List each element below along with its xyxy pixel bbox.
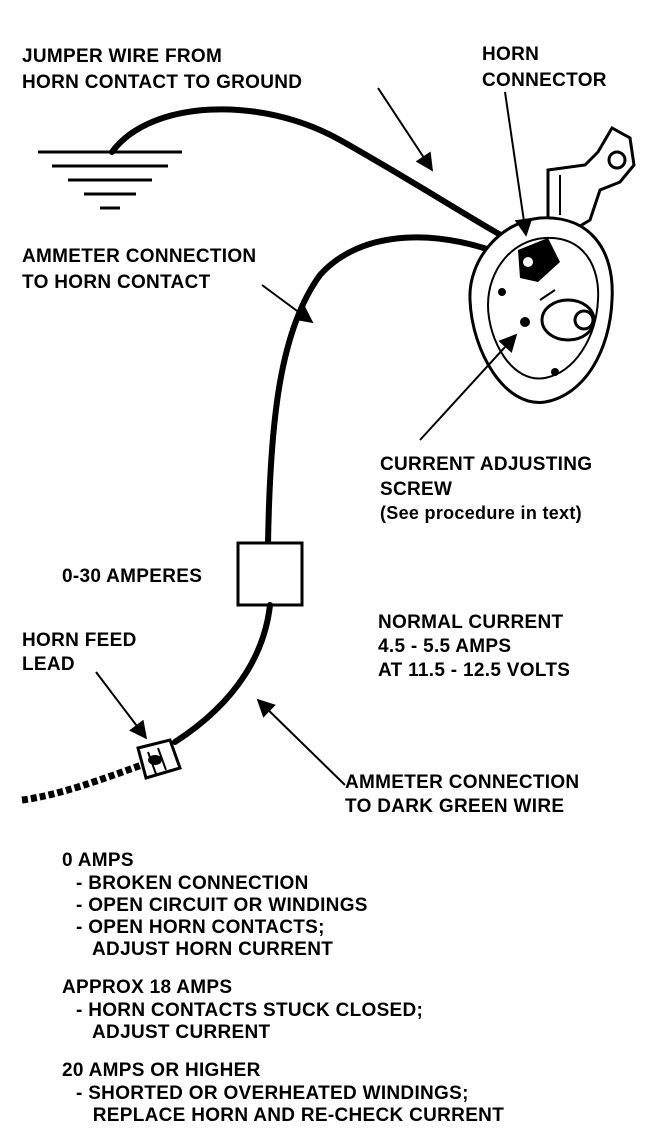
label-ammeter-horn-line2: TO HORN CONTACT — [22, 272, 211, 293]
diagnosis-0: 0 AMPS - BROKEN CONNECTION - OPEN CIRCUI… — [62, 850, 373, 960]
leader-current-screw — [419, 333, 518, 441]
diagnosis-legend: 0 AMPS - BROKEN CONNECTION - OPEN CIRCUI… — [62, 850, 504, 1126]
label-horn-feed: HORN FEED LEAD — [22, 630, 142, 675]
label-horn-connector: HORN CONNECTOR — [482, 44, 607, 91]
label-normal-current-line2: 4.5 - 5.5 AMPS — [378, 636, 511, 657]
diagnosis-2-cause-2: REPLACE HORN AND RE-CHECK CURRENT — [76, 1105, 504, 1126]
ammeter-box — [236, 541, 304, 607]
label-ammeter-green-line1: AMMETER CONNECTION — [345, 772, 579, 793]
ground-symbol — [38, 150, 182, 210]
label-ammeter-green: AMMETER CONNECTION TO DARK GREEN WIRE — [345, 772, 585, 817]
diagnosis-1: APPROX 18 AMPS - HORN CONTACTS STUCK CLO… — [62, 977, 429, 1043]
leader-horn-feed — [95, 671, 148, 740]
ammeter-green-wire — [172, 602, 273, 745]
label-ammeter-green-line2: TO DARK GREEN WIRE — [345, 796, 564, 817]
label-normal-current: NORMAL CURRENT 4.5 - 5.5 AMPS AT 11.5 - … — [378, 612, 570, 681]
leader-ammeter-green — [256, 698, 346, 786]
label-current-screw-line3: (See procedure in text) — [380, 503, 582, 523]
label-jumper-wire: JUMPER WIRE FROM HORN CONTACT TO GROUND — [22, 46, 302, 93]
leader-horn-connector — [504, 91, 533, 237]
label-jumper-line1: JUMPER WIRE FROM — [22, 46, 222, 67]
diagnosis-1-reading: APPROX 18 AMPS — [62, 977, 232, 998]
label-ammeter-range: 0-30 AMPERES — [62, 566, 202, 587]
diagnosis-0-cause-2: - OPEN CIRCUIT OR WINDINGS — [76, 895, 368, 916]
diagnosis-0-cause-4: ADJUST HORN CURRENT — [76, 939, 333, 960]
label-horn-connector-line1: HORN — [482, 44, 539, 65]
horn-body — [468, 125, 636, 404]
diagnosis-1-cause-1: - HORN CONTACTS STUCK CLOSED; — [76, 1000, 423, 1021]
diagnosis-0-cause-1: - BROKEN CONNECTION — [76, 873, 309, 894]
label-current-screw-line2: SCREW — [380, 479, 452, 500]
horn-feed-lead — [21, 738, 182, 804]
label-current-screw-line1: CURRENT ADJUSTING — [380, 454, 592, 475]
diagnosis-2-cause-1: - SHORTED OR OVERHEATED WINDINGS; — [76, 1083, 469, 1104]
ammeter-horn-wire — [265, 234, 523, 548]
leader-ammeter-horn — [261, 284, 314, 324]
label-ammeter-horn: AMMETER CONNECTION TO HORN CONTACT — [22, 246, 262, 293]
label-jumper-line2: HORN CONTACT TO GROUND — [22, 72, 302, 93]
jumper-wire — [109, 106, 531, 253]
label-normal-current-line3: AT 11.5 - 12.5 VOLTS — [378, 660, 570, 681]
diagnosis-2: 20 AMPS OR HIGHER - SHORTED OR OVERHEATE… — [62, 1060, 504, 1126]
label-ammeter-horn-line1: AMMETER CONNECTION — [22, 246, 256, 267]
leader-jumper — [377, 87, 433, 172]
diagnosis-2-reading: 20 AMPS OR HIGHER — [62, 1060, 261, 1081]
label-horn-connector-line2: CONNECTOR — [482, 70, 607, 91]
diagnosis-0-cause-3: - OPEN HORN CONTACTS; — [76, 917, 325, 938]
label-horn-feed-line1: HORN FEED — [22, 630, 137, 651]
label-current-screw: CURRENT ADJUSTING SCREW (See procedure i… — [380, 454, 598, 523]
label-horn-feed-line2: LEAD — [22, 654, 75, 675]
label-normal-current-line1: NORMAL CURRENT — [378, 612, 563, 633]
diagnosis-0-reading: 0 AMPS — [62, 850, 134, 871]
diagnosis-1-cause-2: ADJUST CURRENT — [76, 1022, 270, 1043]
